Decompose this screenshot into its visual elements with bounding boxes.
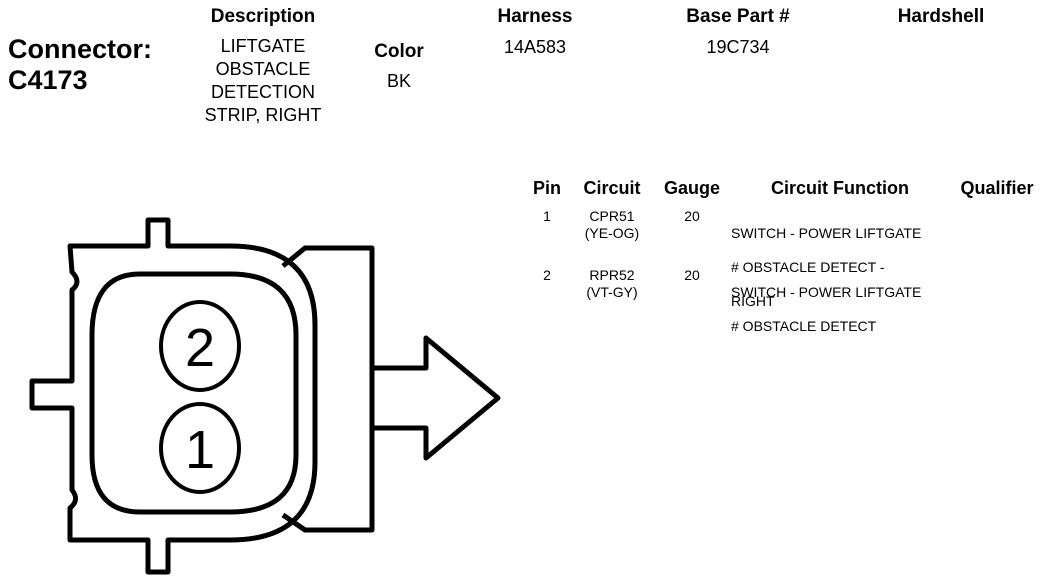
connector-inner-cavity: [89, 271, 299, 515]
description-line: DETECTION: [210, 82, 315, 102]
function-line: # OBSTACLE DETECT -: [731, 259, 885, 275]
color-header: Color: [374, 41, 424, 62]
pin-label-1: 1: [185, 420, 215, 480]
hardshell-header: Hardshell: [897, 6, 985, 27]
connector-id: C4173: [8, 65, 88, 95]
circuit-color: (YE-OG): [584, 225, 640, 241]
circuit-function-cell: SWITCH - POWER LIFTGATE # OBSTACLE DETEC…: [731, 267, 971, 352]
harness-value: 14A583: [503, 37, 567, 57]
circuit-function-cell: SWITCH - POWER LIFTGATE # OBSTACLE DETEC…: [731, 208, 971, 327]
base-part-header: Base Part #: [686, 6, 790, 27]
pin-number: 1: [543, 208, 551, 224]
gauge-cell: 20: [684, 267, 700, 283]
pin-cavity-1: [159, 402, 241, 494]
color-value: BK: [386, 71, 411, 91]
connector-rear-shroud: [281, 245, 375, 533]
function-line: SWITCH - POWER LIFTGATE: [731, 284, 922, 300]
circuit-id: RPR52: [589, 267, 635, 283]
circuit-function-column-header: Circuit Function: [771, 178, 909, 198]
mating-direction-arrow: [372, 335, 501, 461]
circuit-cell: CPR51 (YE-OG): [572, 208, 652, 242]
pin-label-2: 2: [185, 318, 215, 378]
circuit-cell: RPR52 (VT-GY): [572, 267, 652, 301]
function-line: SWITCH - POWER LIFTGATE: [731, 225, 922, 241]
circuit-color: (VT-GY): [586, 284, 638, 300]
base-part-value: 19C734: [706, 37, 770, 57]
connector-label: Connector: C4173: [8, 34, 152, 96]
gauge-cell: 20: [684, 208, 700, 224]
function-line: # OBSTACLE DETECT: [731, 318, 877, 334]
gauge-column-header: Gauge: [663, 178, 720, 198]
qualifier-column-header: Qualifier: [960, 178, 1034, 198]
description-line: LIFTGATE: [220, 36, 306, 56]
harness-header: Harness: [497, 6, 573, 27]
circuit-column-header: Circuit: [583, 178, 641, 198]
function-line: RIGHT: [731, 293, 775, 309]
circuit-id: CPR51: [589, 208, 635, 224]
description-line: OBSTACLE: [215, 59, 311, 79]
pin-cavity-2: [159, 300, 241, 392]
connector-title: Connector:: [8, 34, 152, 64]
pin-number: 2: [543, 267, 551, 283]
description-header: Description: [210, 6, 316, 27]
description-line: STRIP, RIGHT: [204, 105, 322, 125]
description-value: LIFTGATE OBSTACLE DETECTION STRIP, RIGHT: [163, 35, 363, 127]
pin-column-header: Pin: [532, 178, 561, 198]
